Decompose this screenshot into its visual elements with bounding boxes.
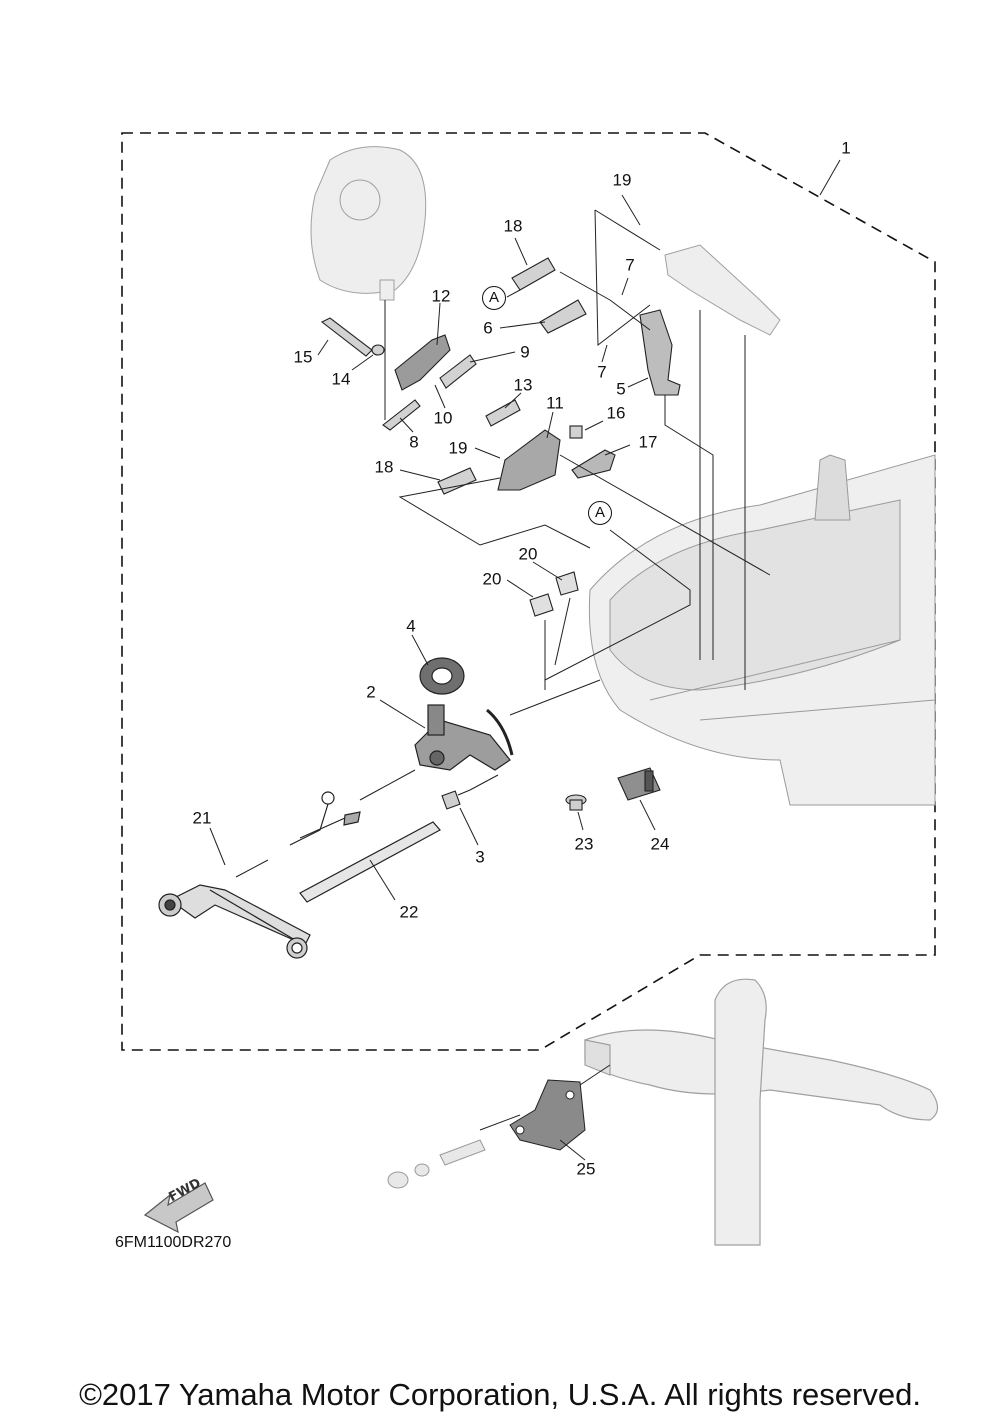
callout-17: 17 — [638, 432, 658, 452]
parts-diagram — [121, 132, 939, 1246]
callout-4: 4 — [406, 616, 416, 636]
part-24-connector — [617, 767, 661, 801]
callout-11: 11 — [546, 393, 564, 413]
part-20-clips — [529, 571, 579, 617]
reference-marker-a-top: A — [482, 286, 506, 310]
callout-16: 16 — [606, 403, 626, 423]
callout-24: 24 — [650, 834, 670, 854]
steering-bracket-ghost — [584, 978, 939, 1246]
callout-23: 23 — [574, 834, 594, 854]
callout-1: 1 — [841, 138, 851, 158]
callout-9: 9 — [520, 342, 530, 362]
drawing-code: 6FM1100DR270 — [115, 1234, 232, 1251]
callout-14: 14 — [331, 369, 351, 389]
callout-20-top: 20 — [518, 544, 538, 564]
assembly-boundary — [121, 132, 936, 1051]
callout-20-bottom: 20 — [482, 569, 502, 589]
copyright-notice: ©2017 Yamaha Motor Corporation, U.S.A. A… — [79, 1377, 921, 1412]
part-2-shift-cam — [414, 704, 514, 771]
fwd-arrow-icon — [143, 1182, 214, 1234]
part-21-shift-handle — [158, 884, 311, 959]
callout-5: 5 — [616, 379, 626, 399]
callout-13: 13 — [513, 375, 533, 395]
callout-6: 6 — [483, 318, 493, 338]
callout-22: 22 — [399, 902, 419, 922]
callout-15: 15 — [293, 347, 313, 367]
callout-leaders — [209, 159, 841, 1161]
part-3-bolt — [441, 789, 471, 810]
callout-25: 25 — [576, 1159, 596, 1179]
callout-3: 3 — [475, 847, 485, 867]
wire-harness — [289, 791, 361, 846]
part-25-bracket — [509, 1079, 586, 1151]
callout-12: 12 — [431, 286, 451, 306]
callout-18-bottom: 18 — [374, 457, 394, 477]
callout-18-top: 18 — [503, 216, 523, 236]
reference-marker-a-bottom: A — [588, 501, 612, 525]
callout-19-bottom: 19 — [448, 438, 468, 458]
carburetor-ghost — [310, 146, 427, 301]
part-22-rod — [299, 821, 441, 903]
upper-linkage-parts — [320, 257, 681, 495]
bracket-fasteners — [387, 1139, 486, 1189]
callout-10: 10 — [433, 408, 453, 428]
callout-7-top: 7 — [625, 255, 635, 275]
assembly-lines — [235, 209, 771, 1131]
part-4-seal — [419, 657, 465, 695]
callout-7-bottom: 7 — [597, 362, 607, 382]
callout-19-top: 19 — [612, 170, 632, 190]
callout-8: 8 — [409, 432, 419, 452]
callout-2: 2 — [366, 682, 376, 702]
bottom-cowling-ghost — [588, 454, 936, 806]
part-23-plug — [565, 794, 587, 811]
callout-21: 21 — [192, 808, 212, 828]
linkage-ghost — [664, 244, 781, 336]
